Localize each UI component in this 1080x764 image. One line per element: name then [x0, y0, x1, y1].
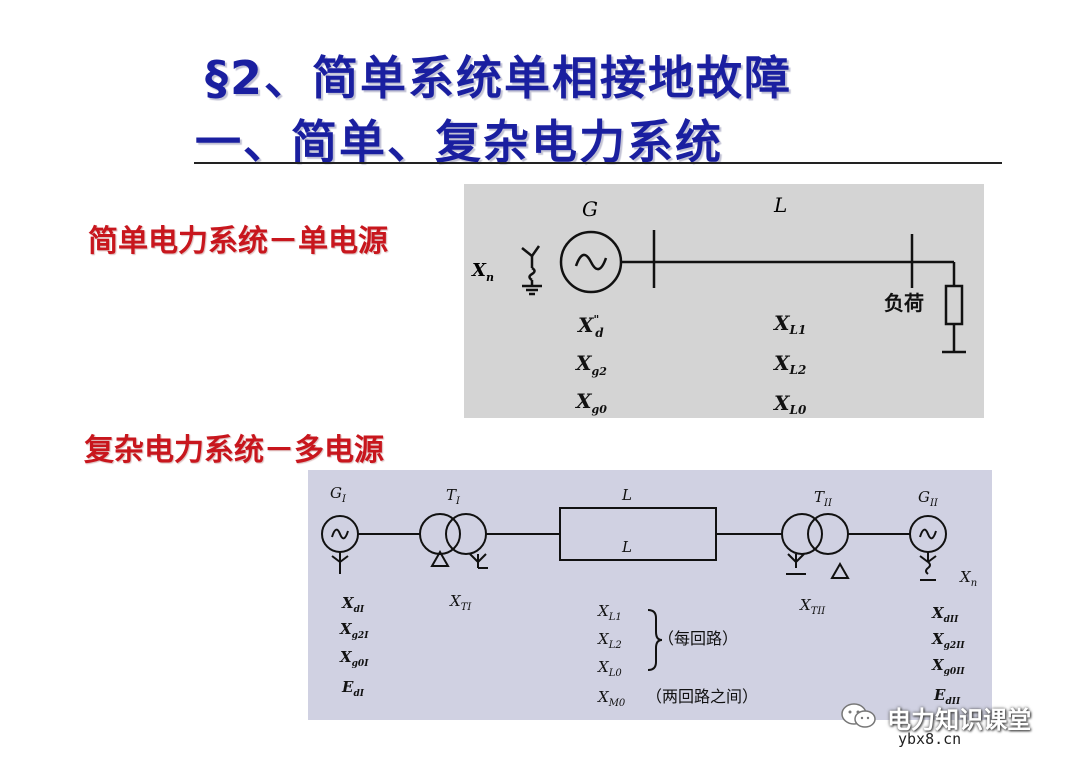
between-loops-note: （两回路之间） [646, 687, 758, 706]
g1-label: GI [330, 484, 347, 505]
complex-system-diagram: GI TI L L TII GII Xn XTI XTII XdI Xg2I X… [308, 470, 992, 720]
simple-system-diagram: G L Xn 负荷 X"d Xg2 Xg0 XL1 XL2 XL0 [464, 184, 984, 418]
per-loop-note: （每回路） [658, 629, 738, 648]
g2-param-4: EdII [933, 686, 961, 707]
gen-param-xg0: Xg0 [574, 389, 607, 416]
line-bottom-label: L [621, 538, 632, 556]
grounding-reactance-label: Xn [471, 260, 494, 284]
double-line-box [559, 507, 717, 561]
watermark-name: 电力知识课堂 [887, 706, 1032, 734]
section-subtitle: 一、简单、复杂电力系统 [195, 115, 723, 169]
title-underline [194, 162, 1002, 164]
watermark: 电力知识课堂 [840, 700, 1031, 735]
g2-param-1: XdII [931, 604, 959, 625]
load-resistor [944, 284, 964, 326]
g1-param-1: XdI [341, 594, 365, 615]
load-label: 负荷 [884, 291, 924, 315]
t2-label: TII [814, 488, 833, 509]
xt2-label: XTII [799, 596, 826, 617]
page-title: §2、简单系统单相接地故障 [205, 51, 793, 105]
gen-param-xd: X"d [576, 313, 604, 340]
gen-param-xg2: Xg2 [574, 351, 607, 378]
g2-label: GII [918, 488, 939, 509]
xn-label: Xn [959, 568, 977, 589]
wechat-icon [840, 702, 878, 734]
transformer-2-symbol [781, 513, 823, 555]
mutual-reactance-label: XM0 [597, 688, 626, 709]
g1-param-4: EdI [341, 678, 365, 699]
line-param-xl2: XL2 [597, 630, 622, 651]
g2-param-2: Xg2II [931, 630, 965, 651]
line-param-xl0: XL0 [772, 391, 807, 417]
g1-param-2: Xg2I [339, 620, 369, 641]
t1-label: TI [446, 486, 461, 507]
simple-system-label: 简单电力系统－单电源 [88, 224, 388, 259]
xt1-label: XTI [449, 592, 472, 613]
line-param-xl1: XL1 [597, 602, 622, 623]
transformer-1-symbol [419, 513, 461, 555]
complex-system-label: 复杂电力系统－多电源 [84, 433, 384, 468]
generator-label: G [582, 197, 598, 221]
line-label: L [773, 193, 787, 217]
line-top-label: L [621, 486, 632, 504]
line-param-xl1: XL1 [772, 311, 806, 337]
line-param-xl2: XL2 [772, 351, 806, 377]
line-param-xl0: XL0 [597, 658, 622, 679]
g2-param-3: Xg0II [931, 656, 965, 677]
g1-param-3: Xg0I [339, 648, 369, 669]
watermark-url: ybx8.cn [898, 730, 962, 748]
